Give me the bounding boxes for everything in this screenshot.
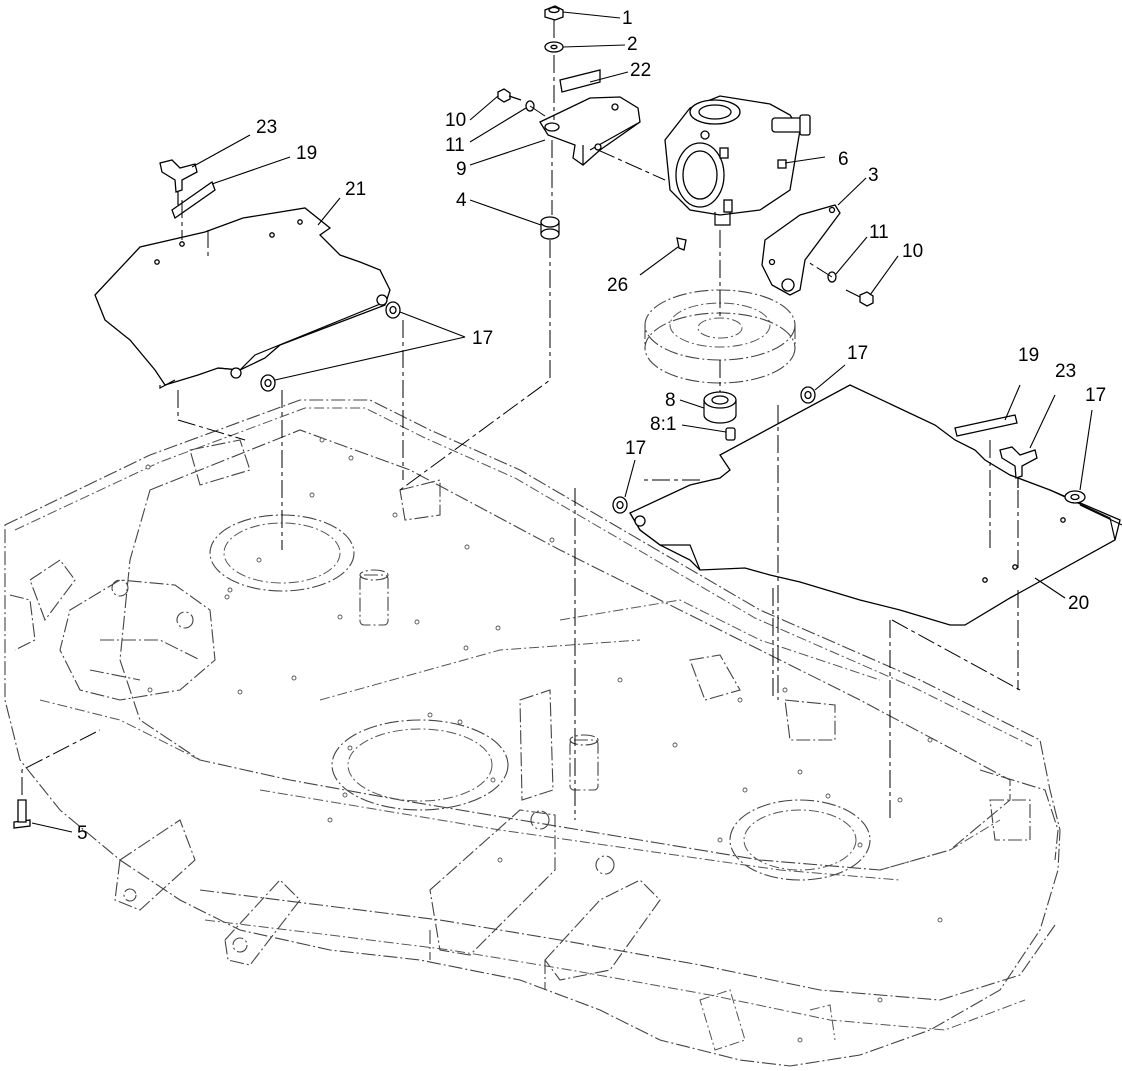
mount-bracket-9	[539, 96, 641, 166]
callout-1: 1	[622, 8, 633, 29]
callout-10: 10	[445, 110, 467, 131]
assembly-centerlines	[21, 20, 1021, 820]
callout-9: 9	[456, 159, 467, 180]
callout-21: 21	[345, 179, 367, 200]
callout-11-lower: 11	[869, 222, 889, 243]
deck-holes	[145, 437, 943, 1043]
callout-10-lower: 10	[902, 241, 924, 262]
callout-8: 8	[665, 390, 676, 411]
callout-17-lower: 17	[625, 438, 647, 459]
callout-11: 11	[445, 135, 465, 156]
callout-4: 4	[456, 190, 467, 211]
callout-23-right: 23	[1055, 361, 1077, 382]
callout-2: 2	[627, 34, 638, 55]
callout-17-left: 17	[472, 328, 494, 349]
callout-17-upper-right: 17	[847, 343, 869, 364]
hardware	[13, 5, 1086, 829]
callout-6: 6	[838, 149, 849, 170]
mower-deck-phantom	[4, 399, 1061, 1067]
callout-leaders	[31, 11, 1093, 833]
callout-3: 3	[868, 165, 879, 186]
right-belt-cover	[629, 384, 1122, 626]
callout-5: 5	[77, 823, 88, 844]
callout-19-left: 19	[296, 143, 318, 164]
gearbox	[664, 95, 811, 226]
callout-8-1: 8:1	[650, 414, 677, 435]
callout-19-right: 19	[1018, 345, 1040, 366]
callout-20: 20	[1068, 593, 1090, 614]
callout-22: 22	[630, 60, 652, 81]
callout-26: 26	[607, 275, 629, 296]
callout-23-left: 23	[256, 117, 278, 138]
mount-bracket-3	[761, 204, 841, 296]
callout-17-far-right: 17	[1085, 385, 1107, 406]
left-belt-cover	[94, 207, 391, 389]
